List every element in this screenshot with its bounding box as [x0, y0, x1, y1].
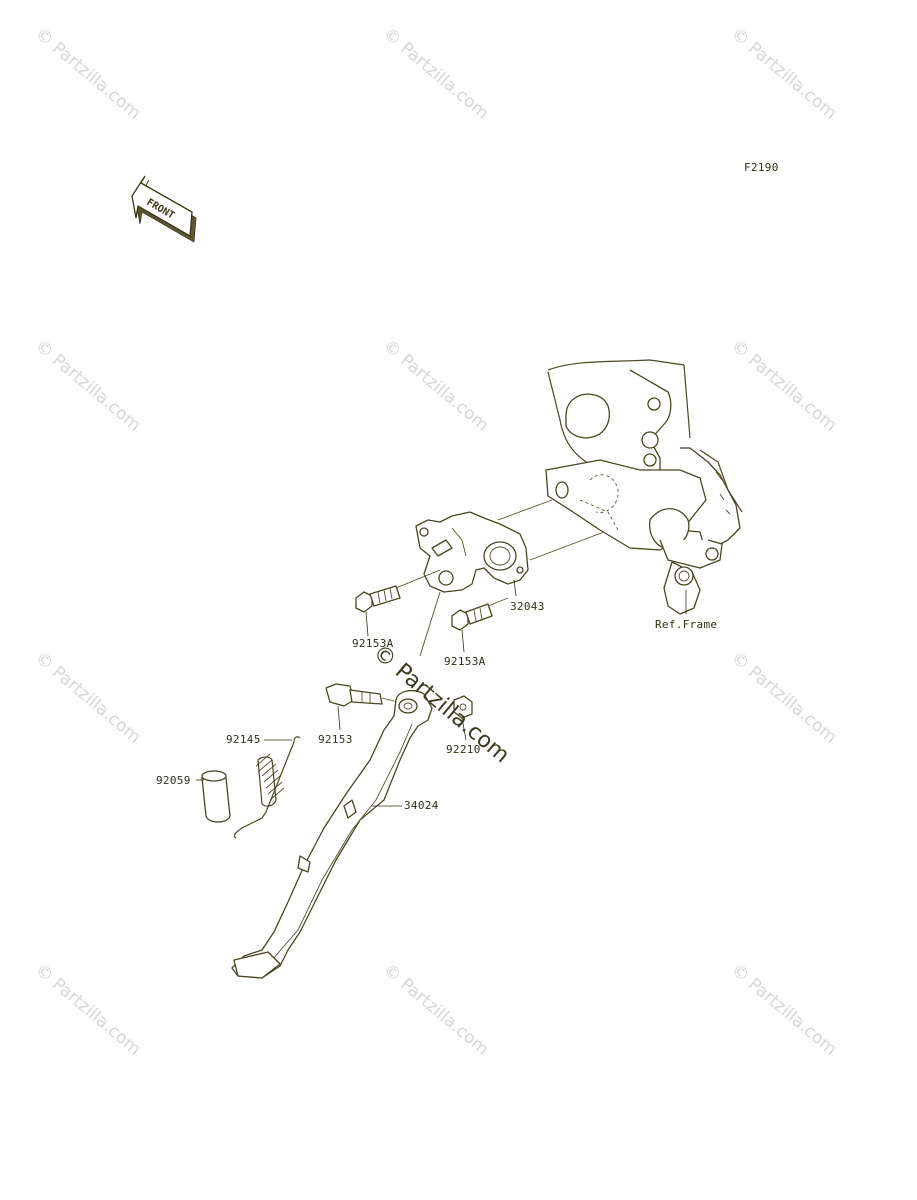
- leader-92153: [337, 705, 341, 731]
- leader-92153a-lower: [461, 629, 465, 653]
- label-32043[interactable]: 32043: [510, 600, 545, 613]
- label-ref-frame: Ref.Frame: [655, 618, 718, 631]
- leader-92153a-upper: [365, 611, 369, 637]
- front-arrow-icon: FRONT: [131, 175, 197, 243]
- label-34024[interactable]: 34024: [404, 799, 439, 812]
- assembly-line: [419, 591, 441, 657]
- diagram-code: F2190: [744, 161, 779, 174]
- label-92153a-lower[interactable]: 92153A: [444, 655, 486, 668]
- bolt-92153: [325, 683, 383, 707]
- label-92059[interactable]: 92059: [156, 774, 191, 787]
- collar-92059: [201, 770, 231, 823]
- frame-section: [545, 359, 743, 615]
- bolt-92153a-upper: [355, 585, 401, 613]
- side-stand: [231, 689, 433, 979]
- bolt-92153a-lower: [451, 603, 493, 631]
- label-92145[interactable]: 92145: [226, 733, 261, 746]
- side-stand-bracket: [415, 511, 529, 593]
- label-92153[interactable]: 92153: [318, 733, 353, 746]
- assembly-line: [497, 499, 553, 521]
- assembly-line: [487, 597, 509, 607]
- assembly-line: [529, 531, 605, 561]
- spring-92145: [233, 736, 301, 839]
- nut-92210: [453, 695, 473, 719]
- assembly-line: [395, 569, 441, 589]
- label-92153a-upper[interactable]: 92153A: [352, 637, 394, 650]
- leader-92210: [461, 717, 467, 741]
- leader-32043: [513, 579, 517, 597]
- label-92210[interactable]: 92210: [446, 743, 481, 756]
